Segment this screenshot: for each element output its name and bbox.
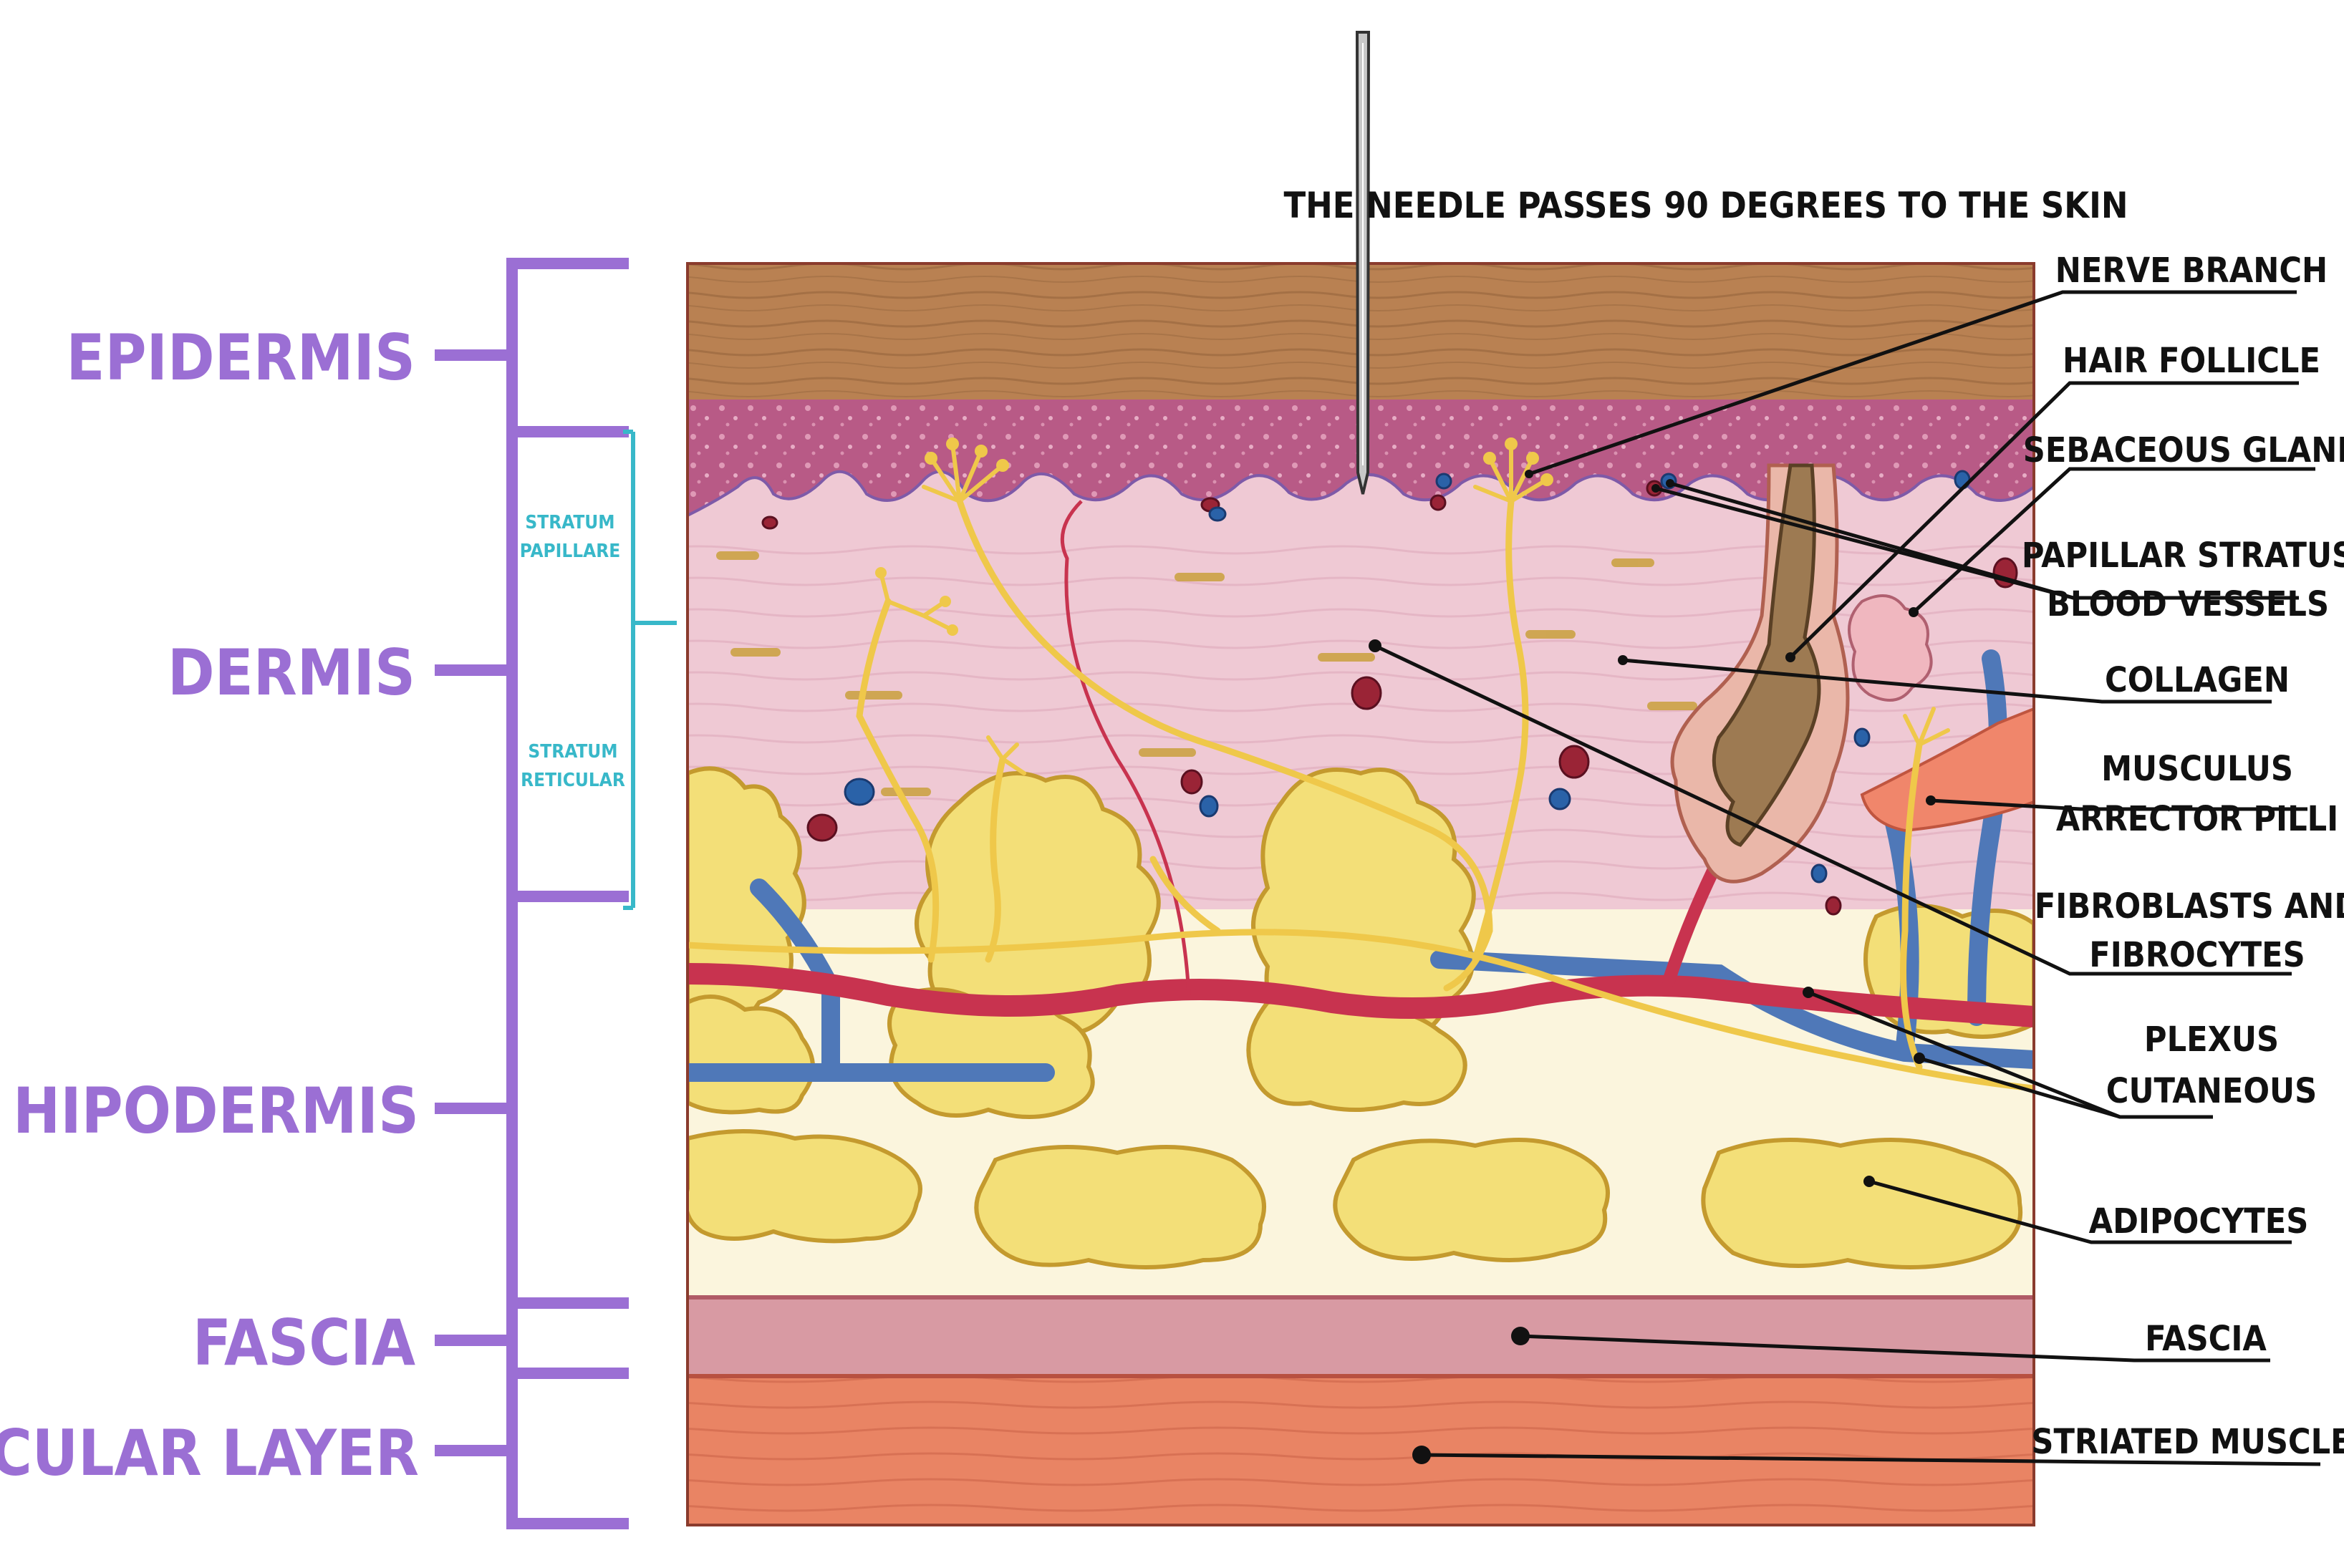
layer-bracket xyxy=(435,258,629,1529)
needle xyxy=(1355,31,1371,495)
nerve-endings xyxy=(879,442,1950,775)
callout-arrector-2: ARRECTOR PILLI xyxy=(2056,799,2338,839)
strata-labels: STRATUM PAPILLARE STRATUM RETICULAR xyxy=(520,512,625,791)
callout-plexus-2: CUTANEOUS xyxy=(2106,1071,2317,1111)
stratum-papillare-2: PAPILLARE xyxy=(520,541,621,562)
callout-sebaceous-gland: SEBACEOUS GLAND xyxy=(2023,430,2344,470)
needle-caption: THE NEEDLE PASSES 90 DEGREES TO THE SKIN xyxy=(1283,185,2128,226)
callout-nerve-branch: NERVE BRANCH xyxy=(2055,251,2328,291)
collagen-fibers xyxy=(716,551,1848,803)
callout-fascia: FASCIA xyxy=(2145,1319,2267,1359)
fat-lobules-lower xyxy=(688,987,2023,1269)
arrector-pili xyxy=(1860,707,2034,833)
callout-arrector-1: MUSCULUS xyxy=(2101,749,2293,789)
layer-labels: EPIDERMIS DERMIS HIPODERMIS FASCIA MUSCU… xyxy=(0,321,419,1490)
callout-dots xyxy=(1369,470,1936,1464)
label-epidermis: EPIDERMIS xyxy=(66,321,415,395)
stratum-papillare-1: STRATUM xyxy=(525,512,614,533)
nerve-tips xyxy=(875,437,1553,636)
tissue-block xyxy=(688,263,2034,1525)
callout-papillar-2: BLOOD VESSELS xyxy=(2047,584,2329,624)
label-muscular-layer: MUSCULAR LAYER xyxy=(0,1416,419,1490)
artery xyxy=(688,963,2034,1027)
stratum-bracket xyxy=(623,430,677,910)
callout-plexus-1: PLEXUS xyxy=(2144,1020,2279,1060)
callout-papillar-1: PAPILLAR STRATUS xyxy=(2022,536,2344,576)
blood-cells xyxy=(761,470,2018,916)
callout-fibroblasts-2: FIBROCYTES xyxy=(2089,935,2305,975)
stratum-reticular-1: STRATUM xyxy=(528,741,617,763)
callout-labels: NERVE BRANCH HAIR FOLLICLE SEBACEOUS GLA… xyxy=(2022,251,2344,1462)
callout-striated-muscle: STRIATED MUSCLE xyxy=(2031,1422,2344,1462)
fascia-layer xyxy=(688,1296,2034,1378)
callout-hair-follicle: HAIR FOLLICLE xyxy=(2063,341,2320,381)
callout-adipocytes: ADIPOCYTES xyxy=(2089,1201,2309,1242)
nerves xyxy=(688,498,2034,1092)
callout-fibroblasts-1: FIBROBLASTS AND xyxy=(2035,886,2344,926)
label-hipodermis: HIPODERMIS xyxy=(13,1074,419,1148)
label-dermis: DERMIS xyxy=(168,636,415,710)
sebaceous-gland xyxy=(1848,594,1933,702)
stratum-reticular-2: RETICULAR xyxy=(521,770,625,791)
callout-collagen: COLLAGEN xyxy=(2105,660,2290,700)
label-fascia: FASCIA xyxy=(193,1306,415,1380)
callout-leaders xyxy=(1374,290,2321,1466)
muscle-texture xyxy=(688,1375,2034,1525)
